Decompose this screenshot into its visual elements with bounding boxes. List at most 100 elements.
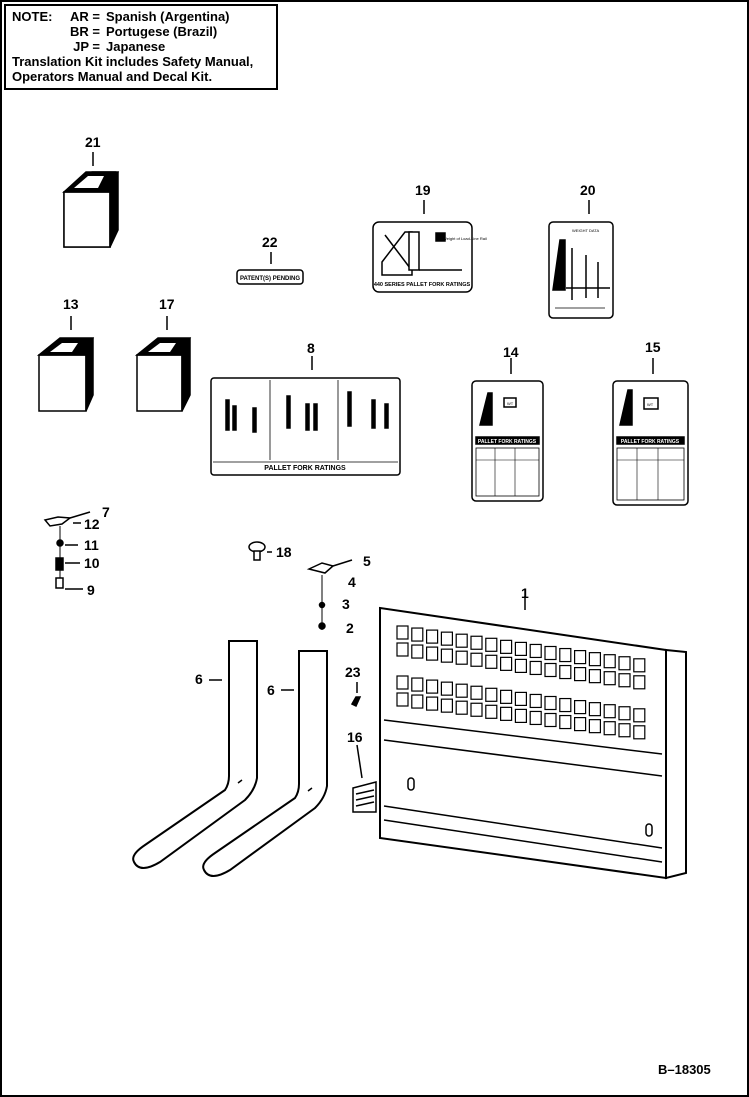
- frame-window-cell: [529, 693, 542, 709]
- callout-23: 23: [345, 664, 361, 680]
- note-value: Spanish (Argentina): [106, 9, 230, 24]
- frame-window-cell: [396, 692, 409, 707]
- frame-window-cell: [514, 641, 528, 657]
- callout-22: 22: [262, 234, 278, 250]
- frame-window-cell: [470, 702, 483, 717]
- frame-window-cell: [559, 664, 572, 680]
- frame-window-cell: [633, 658, 646, 673]
- frame-window-cell: [411, 677, 424, 692]
- decal-22-text: PATENT(S) PENDING: [240, 276, 300, 282]
- callout-5: 5: [363, 553, 371, 569]
- part-15-fork-ratings-decal: WT PALLET FORK RATINGS: [612, 358, 689, 506]
- note-key: JP =: [73, 39, 100, 54]
- callout-4: 4: [348, 574, 356, 590]
- frame-window-cell: [633, 708, 646, 723]
- decal-20-title: WEIGHT DATA: [572, 228, 599, 233]
- callout-9: 9: [87, 582, 95, 598]
- frame-window-cell: [588, 702, 602, 717]
- frame-window-cell: [455, 683, 468, 698]
- callout-1: 1: [521, 585, 529, 601]
- frame-window-cell: [618, 673, 631, 688]
- note-text-1: Translation Kit includes Safety Manual,: [12, 54, 254, 69]
- frame-window-cell: [470, 652, 483, 667]
- frame-window-cell: [618, 723, 631, 738]
- frame-window-cell: [559, 697, 572, 713]
- note-text-2: Operators Manual and Decal Kit.: [12, 69, 213, 84]
- part-6-fork-right: [202, 650, 328, 877]
- note-box: NOTE:AR =Spanish (Argentina) BR =Portuge…: [4, 4, 278, 90]
- part-17-manual-box: [134, 316, 192, 412]
- part-23-pin: [350, 682, 362, 708]
- part-22-patent-decal: PATENT(S) PENDING: [236, 252, 304, 285]
- decal-8-caption: PALLET FORK RATINGS: [264, 465, 346, 472]
- frame-window-cell: [411, 627, 424, 642]
- frame-window-cell: [411, 694, 424, 709]
- frame-window-cell: [588, 719, 602, 734]
- callout-6-left: 6: [195, 671, 203, 687]
- frame-window-cell: [544, 695, 557, 711]
- frame-window-grid-upper: [396, 625, 646, 690]
- frame-window-cell: [514, 658, 528, 674]
- callout-13: 13: [63, 296, 79, 312]
- callout-2: 2: [346, 620, 354, 636]
- frame-window-cell: [573, 666, 587, 682]
- callout-16: 16: [347, 729, 363, 745]
- frame-window-cell: [440, 698, 453, 713]
- part-13-manual-box: [36, 316, 95, 412]
- part-1-pallet-fork-frame: [379, 596, 687, 880]
- frame-window-cell: [396, 675, 409, 690]
- part-18-pin: [248, 541, 272, 561]
- frame-window-cell: [544, 712, 557, 728]
- part-hardware-stack-7-12: [43, 511, 91, 590]
- frame-window-cell: [455, 650, 468, 665]
- callout-15: 15: [645, 339, 661, 355]
- frame-window-cell: [500, 706, 513, 721]
- callout-19: 19: [415, 182, 431, 198]
- frame-window-cell: [573, 649, 587, 665]
- part-21-manual-box: [62, 152, 120, 248]
- frame-window-cell: [603, 654, 616, 669]
- callout-20: 20: [580, 182, 596, 198]
- frame-window-cell: [618, 706, 631, 721]
- frame-window-cell: [470, 685, 483, 700]
- note-key: BR =: [70, 24, 100, 39]
- frame-window-cell: [485, 637, 498, 652]
- frame-window-cell: [618, 656, 631, 671]
- note-value: Portugese (Brazil): [106, 24, 218, 39]
- frame-window-cell: [440, 631, 453, 646]
- frame-window-grid-lower: [396, 675, 646, 740]
- frame-window-cell: [426, 646, 439, 661]
- part-14-fork-ratings-decal: WT PALLET FORK RATINGS: [471, 358, 544, 502]
- decal-19-caption: 440 SERIES PALLET FORK RATINGS: [374, 282, 471, 288]
- callout-8: 8: [307, 340, 315, 356]
- callout-11: 11: [84, 537, 99, 553]
- frame-window-cell: [440, 681, 453, 696]
- frame-window-cell: [514, 708, 528, 724]
- frame-window-cell: [544, 645, 557, 661]
- callout-6-right: 6: [267, 682, 275, 698]
- frame-window-cell: [426, 629, 439, 644]
- frame-window-cell: [455, 633, 468, 648]
- frame-window-cell: [559, 647, 572, 663]
- frame-window-cell: [529, 710, 542, 726]
- callout-12: 12: [84, 516, 100, 532]
- part-16-step: [352, 744, 377, 813]
- frame-window-cell: [588, 669, 602, 684]
- callout-10: 10: [84, 555, 100, 571]
- part-hardware-stack-2-5: [306, 559, 353, 630]
- frame-window-cell: [426, 696, 439, 711]
- part-6-fork-left: [132, 640, 258, 869]
- frame-window-cell: [440, 648, 453, 663]
- callout-3: 3: [342, 596, 350, 612]
- frame-window-cell: [485, 704, 498, 719]
- decal-14-caption: PALLET FORK RATINGS: [478, 439, 537, 445]
- frame-window-cell: [529, 660, 542, 676]
- frame-window-cell: [426, 679, 439, 694]
- callout-17: 17: [159, 296, 175, 312]
- frame-window-cell: [603, 671, 616, 686]
- frame-window-cell: [396, 625, 409, 640]
- part-19-fork-rating-decal: Weight of Load-Line Rail 440 SERIES PALL…: [372, 200, 487, 293]
- callout-14: 14: [503, 344, 519, 360]
